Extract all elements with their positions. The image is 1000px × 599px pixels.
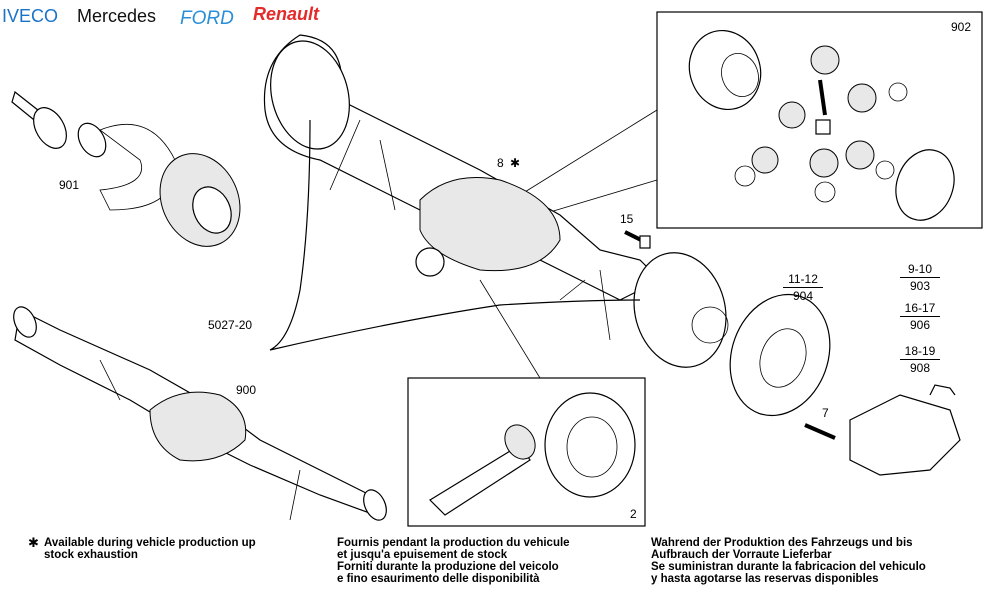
footnote-star-icon: ✱ (28, 535, 39, 550)
fraction-bottom: 903 (909, 279, 931, 293)
label-8: 8 (497, 156, 504, 170)
axle-assembly-900 (13, 306, 387, 521)
label-5027-20: 5027-20 (208, 318, 253, 332)
axle-housing (263, 34, 729, 368)
crown-pinion-parts (429, 392, 636, 516)
fraction-903: 9-10 903 (900, 262, 940, 293)
footnote-english: Available during vehicle production up s… (28, 537, 328, 561)
brand-mercedes: Mercedes (77, 6, 157, 26)
detail-box-differential (656, 11, 983, 229)
fraction-908: 18-19 908 (900, 344, 940, 375)
fraction-bottom: 904 (792, 289, 814, 303)
fraction-top: 11-12 (783, 272, 823, 288)
brand-renault: Renault (253, 4, 320, 24)
bolt-15 (624, 230, 651, 249)
footnote-it-line1: Forniti durante la produzione del veicol… (337, 561, 559, 573)
bolt-7 (804, 423, 836, 440)
footnote-en-line2: stock exhaustion (44, 549, 138, 561)
footnote-de-line2: Aufbrauch der Vorraute Lieferbar (651, 549, 832, 561)
fraction-bottom: 906 (909, 318, 931, 332)
label-902: 902 (951, 20, 972, 34)
footnote-fr-line2: et jusqu'a epuisement de stock (337, 549, 508, 561)
footnote-en-line1: Available during vehicle production up (44, 537, 256, 549)
label-901: 901 (59, 178, 80, 192)
star-marker: ✱ (510, 156, 520, 170)
label-2: 2 (630, 507, 637, 521)
footnote-it-line2: e fino esaurimento delle disponibilità (337, 573, 540, 585)
label-900: 900 (236, 383, 257, 397)
brake-caliper (849, 384, 961, 476)
label-15: 15 (620, 212, 634, 226)
footnote-german-spanish: Wahrend der Produktion des Fahrzeugs und… (651, 537, 991, 585)
half-shaft-901 (11, 90, 241, 247)
fraction-906: 16-17 906 (900, 301, 940, 332)
footnote-es-line2: y hasta agotarse las reservas disponible… (651, 573, 879, 585)
backing-plate-904 (729, 293, 831, 417)
fraction-904: 11-12 904 (783, 272, 823, 303)
detail-box-crown-pinion (407, 377, 646, 527)
label-7: 7 (822, 406, 829, 420)
footnote-es-line1: Se suministran durante la fabricacion de… (651, 561, 926, 573)
fraction-top: 18-19 (900, 344, 940, 360)
brand-ford: FORD (180, 8, 234, 29)
brand-iveco: IVECO (2, 6, 59, 26)
footnote-fr-line1: Fournis pendant la production du vehicul… (337, 537, 570, 549)
footnote-de-line1: Wahrend der Produktion des Fahrzeugs und… (651, 537, 913, 549)
fraction-top: 16-17 (900, 301, 940, 317)
fraction-top: 9-10 (900, 262, 940, 278)
differential-parts (688, 29, 955, 221)
brake-pipe (269, 119, 641, 351)
footnote-french-italian: Fournis pendant la production du vehicul… (337, 537, 637, 585)
fraction-bottom: 908 (909, 361, 931, 375)
